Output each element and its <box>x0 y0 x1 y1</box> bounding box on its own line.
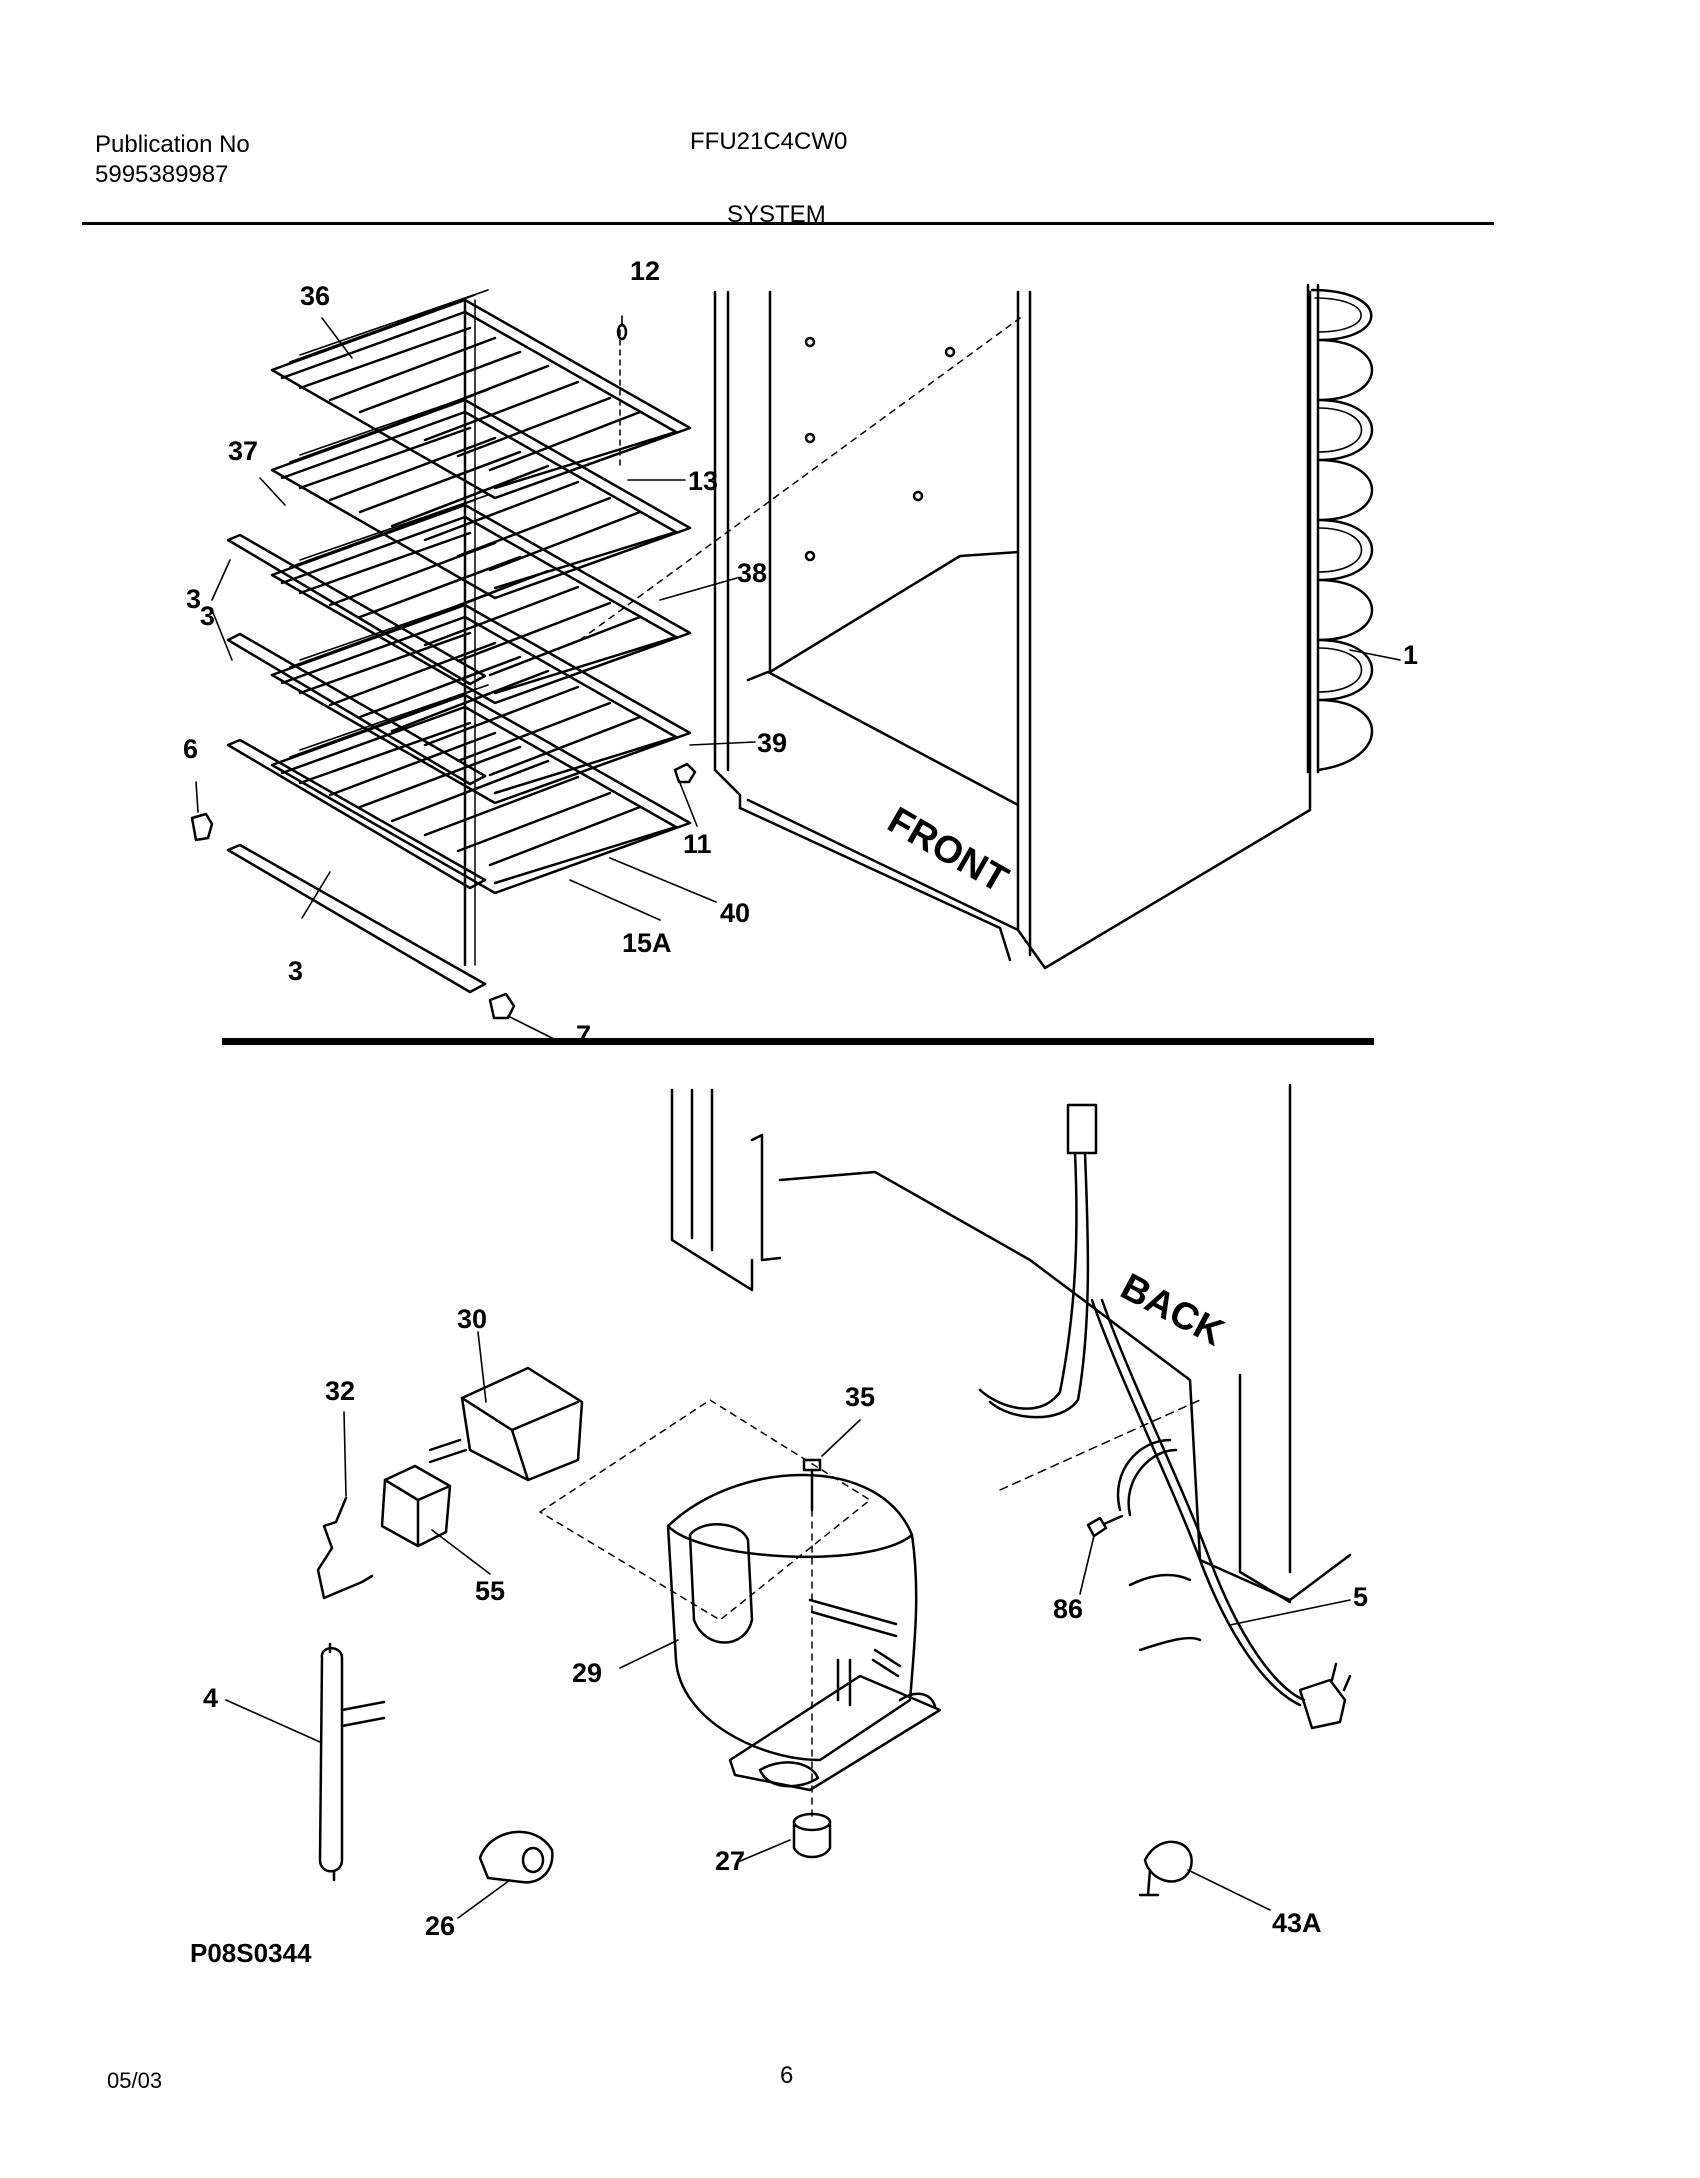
callout-7: 7 <box>576 1020 591 1050</box>
power-cord-5 <box>978 1103 1352 1730</box>
callout-3-a: 3 <box>186 584 201 614</box>
upper-leader-lines <box>195 315 1401 1043</box>
screw-86 <box>1086 1514 1124 1538</box>
page-number: 6 <box>780 2062 794 2089</box>
callout-3-b: 3 <box>200 601 215 631</box>
callout-30: 30 <box>457 1304 487 1334</box>
callout-15a: 15A <box>622 928 672 958</box>
callout-13: 13 <box>688 466 718 496</box>
clamp-43a <box>1138 1840 1193 1897</box>
cabinet-outline <box>579 290 1312 970</box>
callout-32: 32 <box>325 1376 355 1406</box>
small-hardware-upper <box>190 323 697 1020</box>
callout-27: 27 <box>715 1846 745 1876</box>
grommet-27 <box>792 1812 832 1859</box>
relay-overload-assembly <box>380 1366 584 1548</box>
compressor-29 <box>666 1458 942 1821</box>
clamp-26 <box>478 1830 554 1884</box>
publication-label: Publication No <box>95 131 250 158</box>
condenser-coil <box>1306 283 1374 774</box>
header-rule <box>82 222 1494 225</box>
callout-1: 1 <box>1403 640 1418 670</box>
callout-4: 4 <box>203 1683 218 1713</box>
callout-40: 40 <box>720 898 750 928</box>
front-label: FRONT <box>881 799 1015 901</box>
wire-32 <box>316 1496 374 1600</box>
callout-39: 39 <box>757 728 787 758</box>
callout-26: 26 <box>425 1911 455 1941</box>
compartment-outline <box>539 1083 1352 1621</box>
back-label: BACK <box>1114 1266 1231 1355</box>
callout-86: 86 <box>1053 1594 1083 1624</box>
publication-number: 5995389987 <box>95 161 229 188</box>
callout-37: 37 <box>228 436 258 466</box>
lower-callout-labels: 30 35 32 55 86 5 29 4 27 26 43A BACK <box>203 1266 1368 1941</box>
evaporator-shelves <box>270 289 692 967</box>
section-divider <box>222 1038 1374 1045</box>
callout-5: 5 <box>1353 1582 1368 1612</box>
callout-29: 29 <box>572 1658 602 1688</box>
callout-6: 6 <box>183 734 198 764</box>
callout-55: 55 <box>475 1576 505 1606</box>
callout-3-c: 3 <box>288 956 303 986</box>
callout-43a: 43A <box>1272 1908 1322 1938</box>
callout-36: 36 <box>300 281 330 311</box>
callout-11: 11 <box>683 829 712 859</box>
callout-38: 38 <box>737 558 767 588</box>
callout-35: 35 <box>845 1382 875 1412</box>
figure-id: P08S0344 <box>190 1938 312 1968</box>
lower-leader-lines <box>225 1331 1351 1919</box>
callout-12: 12 <box>630 256 660 286</box>
footer-date: 05/03 <box>107 2068 163 2093</box>
model-number: FFU21C4CW0 <box>690 128 848 155</box>
drier-4 <box>318 1642 386 1882</box>
shelf-front-rails <box>226 533 487 994</box>
